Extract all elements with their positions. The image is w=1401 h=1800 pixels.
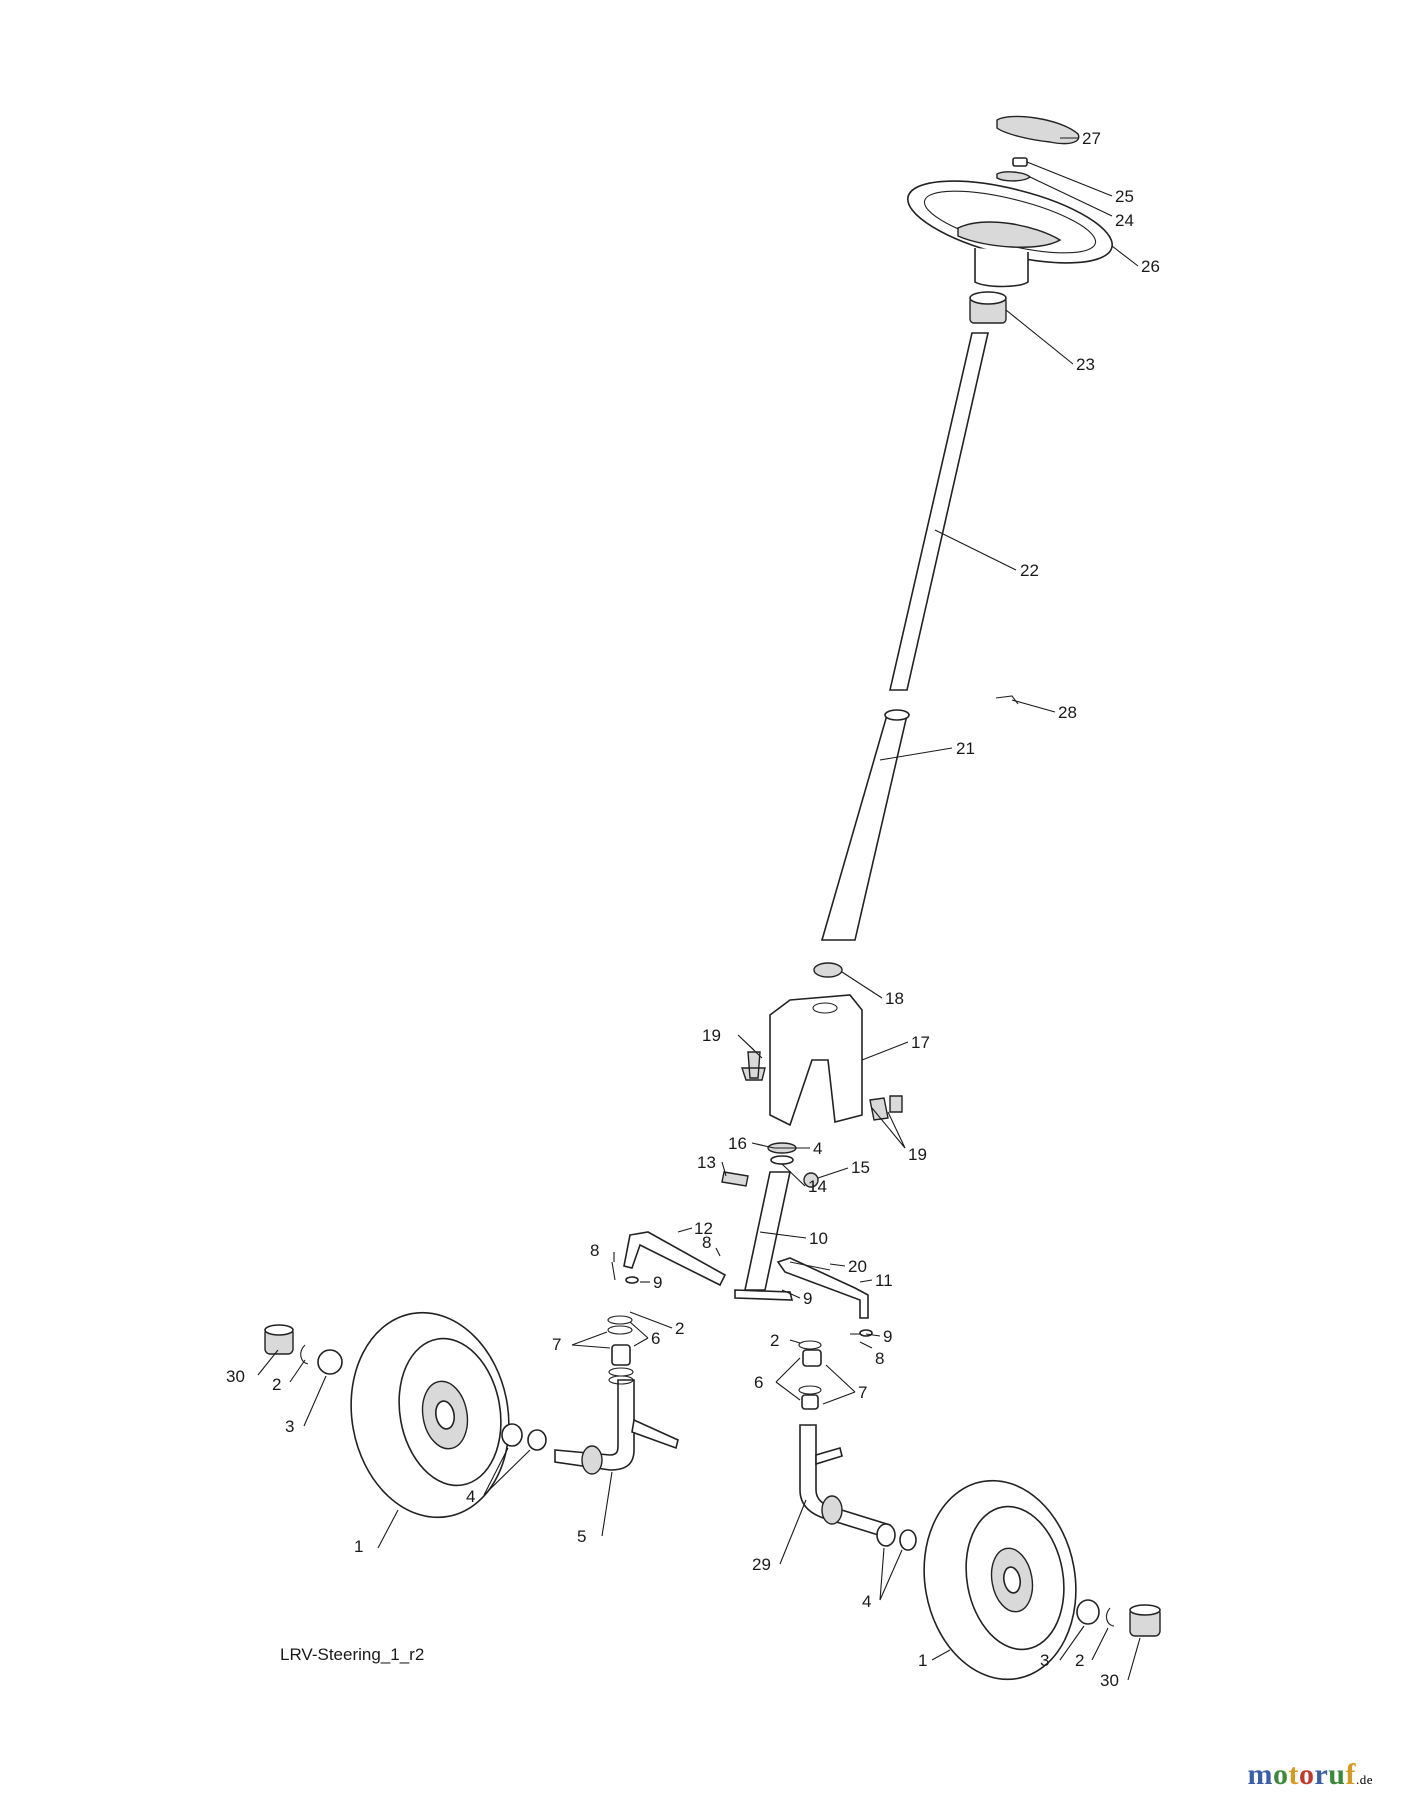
part-23-bushing bbox=[969, 291, 1007, 324]
callout-6-right: 6 bbox=[754, 1373, 763, 1392]
site-watermark-logo: motoruf.de bbox=[1247, 1758, 1373, 1792]
callout-25: 25 bbox=[1115, 187, 1134, 206]
callout-13: 13 bbox=[697, 1153, 716, 1172]
part-19-bolts-right bbox=[869, 1095, 903, 1121]
callout-2-right-lower: 2 bbox=[1075, 1651, 1084, 1670]
callout-29: 29 bbox=[752, 1555, 771, 1574]
part-21-steering-tube bbox=[820, 709, 910, 941]
part-2-left-clip bbox=[300, 1344, 309, 1365]
part-30-left-hub-cap bbox=[264, 1324, 294, 1355]
callout-30-right: 30 bbox=[1100, 1671, 1119, 1690]
callout-4-top: 4 bbox=[813, 1139, 822, 1158]
part-1-left-wheel bbox=[350, 1311, 510, 1519]
part-25-screw bbox=[1012, 157, 1028, 167]
diagram-caption: LRV-Steering_1_r2 bbox=[280, 1645, 425, 1664]
callout-12: 12 bbox=[694, 1219, 713, 1238]
callout-11: 11 bbox=[875, 1271, 893, 1290]
part-6-7-left-bushings bbox=[607, 1315, 634, 1385]
wm-letter-u: u bbox=[1328, 1758, 1346, 1791]
part-3-left-washer bbox=[317, 1349, 343, 1375]
callout-21: 21 bbox=[956, 739, 975, 758]
callout-4-left: 4 bbox=[466, 1487, 475, 1506]
wm-letter-r: r bbox=[1314, 1758, 1329, 1791]
callout-9-right: 9 bbox=[883, 1327, 892, 1346]
callout-22: 22 bbox=[1020, 561, 1039, 580]
part-24-insert bbox=[996, 171, 1032, 182]
part-4-right-washer-2 bbox=[899, 1529, 917, 1551]
wm-letter-t: t bbox=[1288, 1758, 1299, 1791]
part-9-washer-left bbox=[625, 1276, 639, 1284]
callout-3-left: 3 bbox=[285, 1417, 294, 1436]
callout-15: 15 bbox=[851, 1158, 870, 1177]
part-6-7-right-bushings bbox=[798, 1340, 822, 1410]
part-30-right-hub-cap bbox=[1129, 1604, 1161, 1637]
callout-14: 14 bbox=[808, 1177, 827, 1196]
leader-lines bbox=[257, 137, 1141, 1681]
parts-drawing bbox=[264, 115, 1161, 1681]
wm-suffix: .de bbox=[1355, 1772, 1373, 1787]
part-4-left-washer-1 bbox=[501, 1423, 523, 1447]
callout-20: 20 bbox=[848, 1257, 867, 1276]
part-4-washer-top bbox=[770, 1155, 794, 1165]
callout-1-left: 1 bbox=[354, 1537, 363, 1556]
wm-letter-f: f bbox=[1345, 1758, 1356, 1791]
callout-6-left: 6 bbox=[651, 1329, 660, 1348]
callout-1-right: 1 bbox=[918, 1651, 927, 1670]
part-5-left-spindle bbox=[554, 1379, 679, 1475]
part-10-gear-shaft bbox=[734, 1171, 794, 1301]
callout-30-left: 30 bbox=[226, 1367, 245, 1386]
callout-8-right: 8 bbox=[875, 1349, 884, 1368]
part-4-right-washer-1 bbox=[876, 1523, 896, 1547]
callout-3-right: 3 bbox=[1040, 1651, 1049, 1670]
part-28-pin bbox=[995, 695, 1019, 705]
part-12-drag-link bbox=[623, 1231, 727, 1287]
part-1-right-wheel bbox=[923, 1479, 1077, 1681]
callout-9-left: 9 bbox=[653, 1273, 662, 1292]
callout-5: 5 bbox=[577, 1527, 586, 1546]
part-17-steering-bracket bbox=[769, 994, 863, 1127]
part-20-link bbox=[789, 1261, 831, 1271]
part-19-bolts-left bbox=[741, 1051, 766, 1081]
callout-10: 10 bbox=[809, 1229, 828, 1248]
callout-19-right: 19 bbox=[908, 1145, 927, 1164]
callout-2-left-upper: 2 bbox=[675, 1319, 684, 1338]
callout-2-left-lower: 2 bbox=[272, 1375, 281, 1394]
callout-26: 26 bbox=[1141, 257, 1160, 276]
callout-16: 16 bbox=[728, 1134, 747, 1153]
callout-24: 24 bbox=[1115, 211, 1134, 230]
part-27-steering-cap bbox=[996, 115, 1080, 145]
callout-8-left: 8 bbox=[590, 1241, 599, 1260]
callout-27: 27 bbox=[1082, 129, 1101, 148]
callout-28: 28 bbox=[1058, 703, 1077, 722]
part-22-steering-shaft bbox=[888, 332, 990, 691]
callout-numbers: 27 25 24 26 23 22 28 21 18 17 19 19 16 4… bbox=[226, 129, 1160, 1690]
part-26-steering-wheel bbox=[907, 180, 1113, 288]
callout-7-right: 7 bbox=[858, 1383, 867, 1402]
callout-9-mid: 9 bbox=[803, 1289, 812, 1308]
part-4-left-washer-2 bbox=[527, 1429, 547, 1451]
wm-letter-m: m bbox=[1247, 1758, 1273, 1791]
wm-letter-o1: o bbox=[1272, 1758, 1289, 1791]
callout-8-mid: 8 bbox=[702, 1233, 711, 1252]
part-3-right-washer bbox=[1076, 1599, 1100, 1625]
callout-7-left: 7 bbox=[552, 1335, 561, 1354]
callout-23: 23 bbox=[1076, 355, 1095, 374]
callout-19-left: 19 bbox=[702, 1026, 721, 1045]
part-18-bearing bbox=[813, 962, 843, 978]
part-2-right-clip bbox=[1105, 1607, 1115, 1627]
callout-18: 18 bbox=[885, 989, 904, 1008]
part-29-right-spindle bbox=[799, 1424, 891, 1540]
callout-2-right-upper: 2 bbox=[770, 1331, 779, 1350]
callout-17: 17 bbox=[911, 1033, 930, 1052]
callout-4-right: 4 bbox=[862, 1592, 871, 1611]
part-11-drag-link bbox=[776, 1257, 869, 1319]
part-8-pin-left bbox=[611, 1261, 616, 1281]
part-15-nut bbox=[803, 1172, 819, 1188]
wm-letter-o2: o bbox=[1298, 1758, 1315, 1791]
part-13-bolt bbox=[721, 1171, 749, 1187]
